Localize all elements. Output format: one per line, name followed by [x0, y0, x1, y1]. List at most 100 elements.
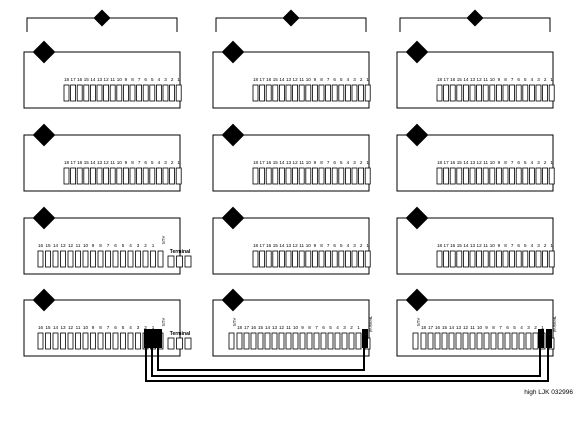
slot-number: 9 — [92, 325, 95, 330]
slot-number: 17 — [444, 77, 450, 82]
carrier-slot — [278, 167, 285, 185]
carrier-slot — [169, 167, 176, 185]
carrier-slot — [271, 332, 278, 350]
carrier-slot — [45, 250, 51, 268]
carrier-slot — [90, 250, 96, 268]
carrier-slot — [149, 167, 156, 185]
slot-number: 6 — [517, 160, 520, 165]
panel-number: 4 — [230, 296, 236, 307]
slot-number: 1 — [152, 243, 155, 248]
carrier-slot — [109, 167, 116, 185]
slot-number: 3 — [353, 77, 356, 82]
carrier-slot — [60, 250, 66, 268]
slot-number: 4 — [129, 243, 132, 248]
carrier-slot — [76, 84, 83, 102]
carrier-slot — [123, 84, 129, 102]
carrier-slot — [292, 332, 299, 350]
slot-number: 12 — [477, 77, 483, 82]
slot-number: 17 — [428, 325, 434, 330]
slot-number: 6 — [517, 77, 520, 82]
carrier-slot — [155, 167, 162, 185]
panel-frame — [23, 51, 181, 109]
panel-frame — [396, 134, 554, 192]
slot-number: 2 — [360, 77, 363, 82]
slot-number: 10 — [117, 77, 123, 82]
carrier-slot — [169, 84, 176, 102]
carrier-slot — [436, 84, 443, 102]
slot-number: 2 — [144, 325, 147, 330]
carrier-slot — [509, 250, 516, 268]
panel-frame — [212, 51, 370, 109]
carrier-slot — [420, 332, 427, 350]
terminal-label: Terminal — [368, 316, 373, 332]
carrier-slot — [136, 167, 143, 185]
carrier-slot — [476, 250, 483, 268]
slot-number: 12 — [477, 243, 483, 248]
slot-number: 15 — [273, 77, 279, 82]
carrier-slot — [305, 84, 312, 102]
slot-number: 4 — [347, 77, 350, 82]
slot-number: 18 — [437, 243, 443, 248]
carrier-slot — [351, 84, 358, 102]
slot-number: 8 — [308, 325, 311, 330]
slot-number: 12 — [293, 77, 299, 82]
carrier-slot — [52, 332, 59, 350]
slot-number: 3 — [537, 77, 540, 82]
carrier-slot — [522, 167, 529, 185]
slot-number: 7 — [315, 325, 318, 330]
slot-number: 5 — [340, 160, 343, 165]
carrier-slot — [358, 84, 365, 102]
panel-frame — [23, 134, 181, 192]
terminal-label: Terminal — [170, 249, 191, 255]
panel-number: 3 — [41, 131, 47, 142]
carrier-slot — [502, 84, 509, 102]
carrier-slot — [252, 250, 259, 268]
carrier-slot — [112, 332, 119, 350]
slot-number: 3 — [353, 160, 356, 165]
carrier-slot — [462, 84, 469, 102]
carrier-slot — [259, 167, 266, 185]
panel-number: 2 — [41, 214, 47, 225]
slot-number: 14 — [53, 325, 59, 330]
slot-number: 11 — [110, 77, 115, 82]
slot-number: 6 — [114, 243, 117, 248]
slot-number: 3 — [537, 243, 540, 248]
carrier-slot — [456, 167, 463, 185]
carrier-slot — [97, 250, 104, 268]
slot-number: 3 — [527, 325, 530, 330]
carrier-slot — [116, 84, 123, 102]
carrier-slot — [548, 167, 555, 185]
slot-number: 5 — [122, 325, 125, 330]
carrier-slot — [75, 332, 81, 350]
connector-port — [144, 329, 150, 348]
slot-number: 8 — [504, 243, 507, 248]
figure-id: high LJK 032996 — [524, 389, 573, 396]
slot-number: 11 — [286, 325, 291, 330]
aux-label: AUX — [232, 318, 237, 327]
carrier-slot — [97, 332, 104, 350]
carrier-slot — [70, 167, 76, 185]
carrier-slot — [542, 250, 548, 268]
carrier-slot — [509, 84, 516, 102]
slot-number: 2 — [360, 160, 363, 165]
slot-number: 3 — [343, 325, 346, 330]
carrier-slot — [364, 84, 371, 102]
carrier-slot — [299, 332, 306, 350]
slot-number: 12 — [463, 325, 469, 330]
carrier-slot — [364, 167, 371, 185]
panel-frame — [23, 299, 181, 357]
slot-number: 6 — [333, 243, 336, 248]
slot-number: 11 — [76, 325, 81, 330]
slot-number: 16 — [266, 77, 272, 82]
slot-number: 7 — [327, 77, 330, 82]
carrier-slot — [90, 84, 96, 102]
slot-number: 5 — [513, 325, 516, 330]
slot-number: 5 — [151, 77, 154, 82]
slot-number: 16 — [266, 160, 272, 165]
slot-number: 8 — [320, 77, 323, 82]
